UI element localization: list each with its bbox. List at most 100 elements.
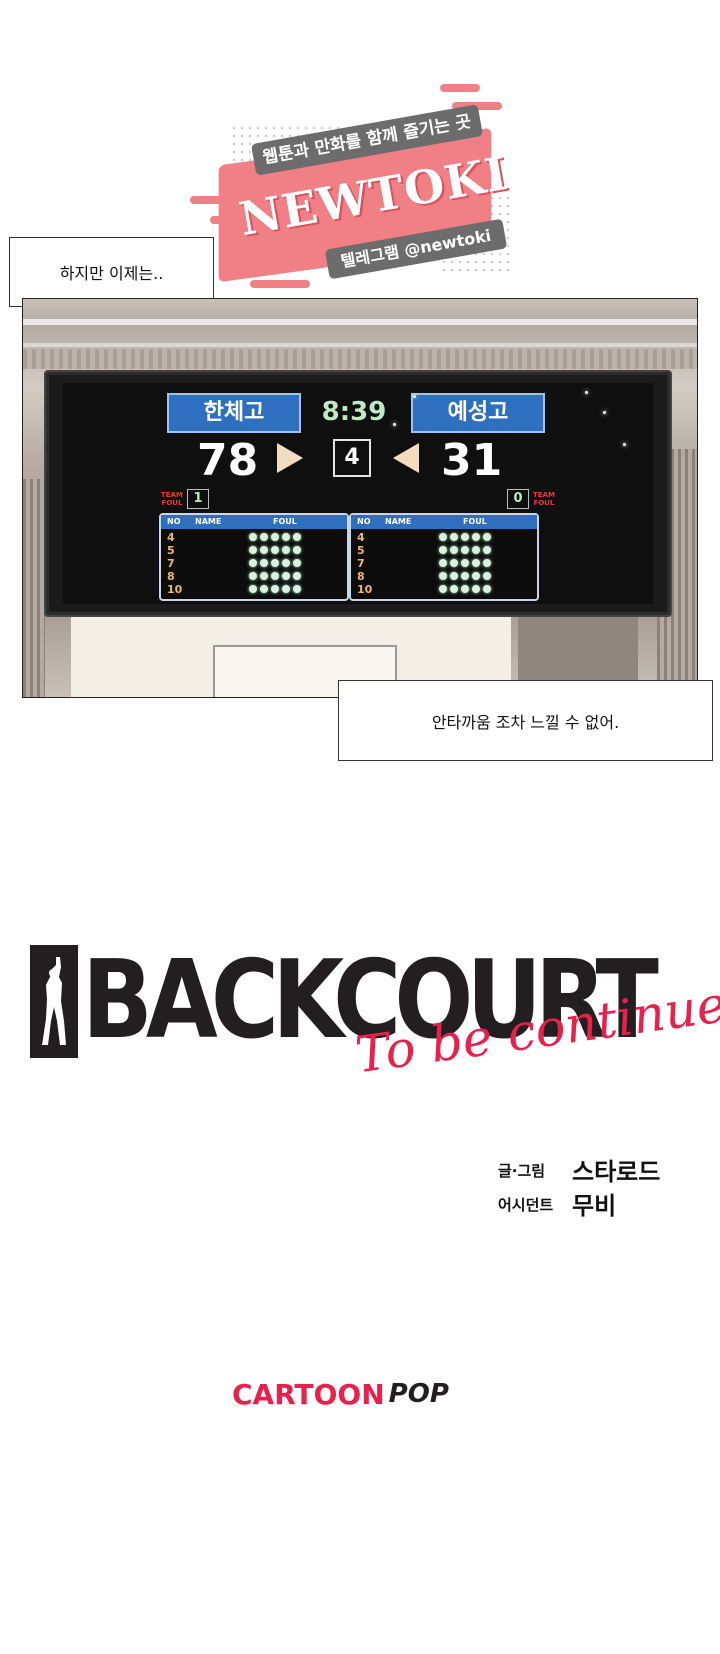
table-header: NO NAME FOUL [161,515,347,529]
watermark-stripe [440,84,480,92]
ceiling-rail [23,319,697,325]
foul-light [483,559,491,567]
publisher-logo: CARTOON POP [232,1376,449,1412]
player-number: 4 [167,531,175,544]
assistant-name: 무비 [572,1192,617,1220]
foul-light [483,572,491,580]
player-silhouette-mark [30,945,78,1058]
col-foul: FOUL [273,517,297,526]
sparkle [623,443,626,446]
caption-box-first: 하지만 이제는.. [9,237,214,307]
foul-light-row [249,585,301,598]
foul-light [271,585,279,593]
foul-light [483,546,491,554]
scoreboard: 한체고 8:39 예성고 78 4 31 TEAM FOUL 1 0 TEAM … [46,372,670,615]
foul-light [293,559,301,567]
scoreboard-screen: 한체고 8:39 예성고 78 4 31 TEAM FOUL 1 0 TEAM … [63,383,653,604]
wall-panel-left [23,479,45,697]
foul-light [293,533,301,541]
foul-light [249,533,257,541]
possession-left-arrow-icon [393,443,419,473]
away-team-name: 예성고 [411,393,545,433]
home-team-name: 한체고 [167,393,301,433]
foul-light [439,572,447,580]
foul-light [439,559,447,567]
player-number: 7 [357,557,365,570]
foul-light [271,572,279,580]
home-score: 78 [197,435,259,486]
foul-light [450,572,458,580]
caption-text-first: 하지만 이제는.. [59,264,164,283]
foul-light [472,572,480,580]
foul-light [282,546,290,554]
foul-light-row [439,585,491,598]
foul-light [293,546,301,554]
foul-light [472,546,480,554]
player-numbers: 4 5 7 8 10 [357,531,372,596]
away-score: 31 [441,435,503,486]
assistant-label: 어시던트 [498,1196,554,1214]
player-number: 5 [167,544,175,557]
foul-light [282,572,290,580]
sparkle [603,411,606,414]
foul-light [282,585,290,593]
foul-light [461,572,469,580]
foul-light [260,585,268,593]
home-team-foul-count: 1 [187,489,209,509]
player-numbers: 4 5 7 8 10 [167,531,182,596]
foul-light [260,546,268,554]
home-player-table: NO NAME FOUL 4 5 7 8 10 [159,513,349,601]
foul-light [472,585,480,593]
foul-light [461,546,469,554]
player-number: 7 [167,557,175,570]
period-number: 4 [333,439,371,477]
player-number: 8 [357,570,365,583]
away-team-foul-count: 0 [507,489,529,509]
caption-box-second: 안타까움 조차 느낄 수 없어. [338,680,713,761]
foul-light [271,546,279,554]
col-name: NAME [385,517,412,526]
foul-light [472,533,480,541]
table-header: NO NAME FOUL [351,515,537,529]
player-number: 10 [167,583,183,596]
foul-light [483,533,491,541]
foul-light [260,572,268,580]
home-team-foul-label: TEAM FOUL [161,491,183,507]
player-silhouette-icon [42,957,66,1045]
foul-light [249,585,257,593]
foul-lights [249,533,301,598]
col-no: NO [357,517,371,526]
foul-light-row [439,572,491,585]
foul-light [271,559,279,567]
foul-light [293,585,301,593]
foul-light-row [249,572,301,585]
foul-light-row [439,546,491,559]
watermark-stripe [190,196,240,204]
sparkle [393,423,396,426]
foul-light [461,585,469,593]
player-number: 4 [357,531,365,544]
newtoki-watermark: 웹툰과 만화를 함께 즐기는 곳 NEWTOKI 텔레그램 @newtoki [190,84,512,304]
foul-light [461,559,469,567]
writer-label: 글·그림 [498,1162,546,1180]
foul-light [483,585,491,593]
foul-light [450,546,458,554]
sparkle [585,391,588,394]
foul-light [450,559,458,567]
game-clock: 8:39 [321,397,387,427]
foul-light [472,559,480,567]
ceiling-rail [23,343,697,347]
watermark-stripe [250,280,310,288]
foul-light-row [249,546,301,559]
sparkle [413,395,416,398]
foul-light [450,585,458,593]
possession-right-arrow-icon [277,443,303,473]
series-title: BACKCOURT [82,938,659,1063]
foul-light-row [249,533,301,546]
foul-light [293,572,301,580]
foul-light [461,533,469,541]
foul-light [450,533,458,541]
foul-light-row [249,559,301,572]
foul-light [260,559,268,567]
foul-light [439,533,447,541]
